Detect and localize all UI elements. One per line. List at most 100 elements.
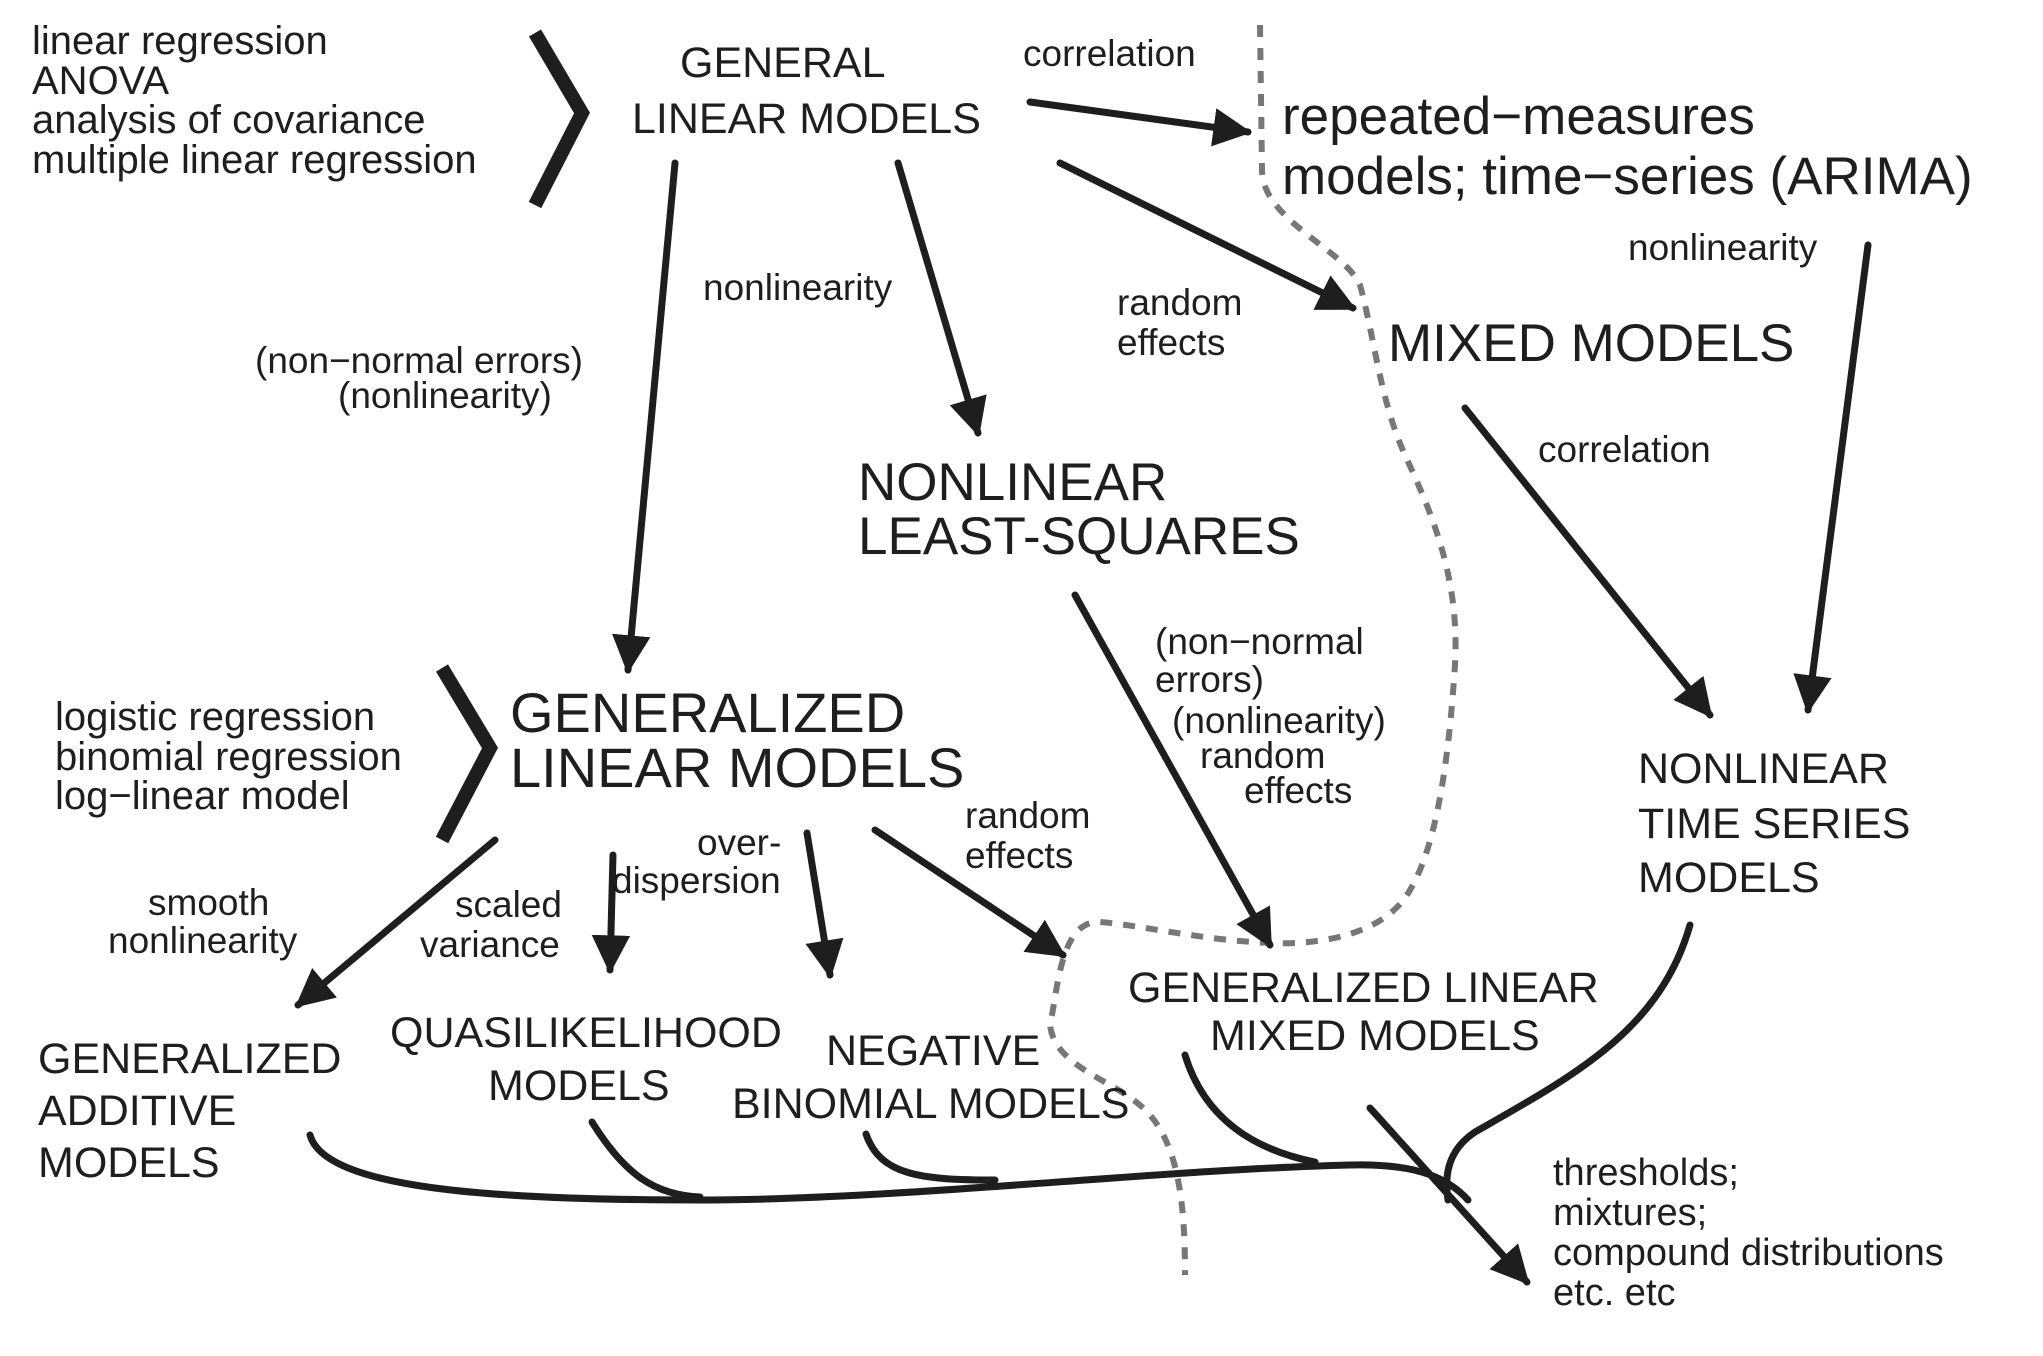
edge-label-effects-bottom: effects (965, 835, 1073, 876)
edge-label-nls-to-glmm: (non−normal errors) (nonlinearity) rando… (1155, 621, 1386, 811)
bracket-general-linear (528, 29, 590, 209)
node-extensions: thresholds; mixtures; compound distribut… (1553, 1152, 1944, 1314)
curve-from-negative-binomial (862, 1130, 999, 1184)
node-generalized-linear-mixed-models: GENERALIZED LINEAR MIXED MODELS (1128, 964, 1599, 1060)
edge-label-non-normal-errors-left: (non−normal errors) (255, 340, 583, 381)
edge-label-generalized-to-negbin: over- dispersion (612, 822, 781, 901)
arrow-generalized-to-negative-binomial (803, 829, 844, 979)
edge-label-over: over- (697, 822, 781, 863)
bracket-generalized-linear (435, 664, 499, 844)
node-mixed-models: MIXED MODELS (1388, 314, 1794, 373)
edge-label-correlation-top: correlation (1023, 33, 1196, 74)
edge-label-nls-glmm-line-1: (non−normal (1155, 621, 1364, 662)
node-nonlinear-time-series-line-3: MODELS (1638, 854, 1820, 902)
node-quasilikelihood-models-line-1: QUASILIKELIHOOD (390, 1009, 782, 1057)
node-extensions-line-1: thresholds; (1553, 1152, 1739, 1194)
curve-from-quasilikelihood (588, 1118, 704, 1201)
examples-generalized-linear: logistic regression binomial regression … (55, 695, 402, 818)
node-extensions-line-2: mixtures; (1553, 1192, 1707, 1234)
example-anova: ANOVA (32, 59, 169, 103)
arrow-generalized-to-glmm (871, 826, 1067, 959)
node-quasilikelihood-models: QUASILIKELIHOOD MODELS (390, 1009, 782, 1110)
node-nonlinear-least-squares-line-2: LEAST-SQUARES (858, 507, 1300, 566)
node-general-linear-models-line-2: LINEAR MODELS (632, 95, 981, 143)
example-analysis-of-covariance: analysis of covariance (32, 98, 426, 142)
node-mixed-models-line-1: MIXED MODELS (1388, 314, 1794, 373)
edge-label-nls-glmm-line-3: (nonlinearity) (1172, 700, 1386, 741)
edge-label-random-effects-top-line-1: random (1117, 282, 1242, 323)
edge-label-smooth: smooth (148, 882, 269, 923)
node-negative-binomial-models-line-1: NEGATIVE (826, 1027, 1040, 1075)
arrow-repeated-to-nonlinear-time-series (1793, 241, 1872, 714)
edge-label-random-bottom: random (965, 795, 1090, 836)
node-glmm-line-2: MIXED MODELS (1210, 1012, 1540, 1060)
edge-label-generalized-to-quasi: scaled variance (420, 884, 562, 965)
example-logistic-regression: logistic regression (55, 695, 375, 739)
edge-label-random-effects-top-line-2: effects (1117, 322, 1225, 363)
dashed-boundary-line (1046, 24, 1459, 1276)
node-quasilikelihood-models-line-2: MODELS (488, 1062, 670, 1110)
node-nonlinear-time-series: NONLINEAR TIME SERIES MODELS (1638, 745, 1910, 902)
edge-label-nonlinearity-center: nonlinearity (703, 267, 893, 308)
arrow-nls-to-glmm (1071, 591, 1274, 949)
example-multiple-linear-regression: multiple linear regression (32, 138, 477, 182)
edge-label-nonlinearity-left: (nonlinearity) (338, 375, 552, 416)
node-extensions-line-4: etc. etc (1553, 1272, 1676, 1314)
curve-from-glmm (1181, 1051, 1319, 1166)
node-generalized-linear-models: GENERALIZED LINEAR MODELS (510, 681, 964, 799)
arrows (294, 98, 1872, 1286)
node-generalized-additive-models-line-1: GENERALIZED (38, 1035, 341, 1083)
edge-label-generalized-to-gam: smooth nonlinearity (108, 882, 298, 961)
node-repeated-measures: repeated−measures models; time−series (A… (1282, 87, 1973, 206)
edge-label-nls-glmm-line-2: errors) (1155, 659, 1264, 700)
arrow-mixed-to-nonlinear-time-series (1461, 404, 1714, 719)
arrow-glm-to-generalized-linear (612, 159, 679, 674)
edge-label-correlation-right: correlation (1538, 429, 1711, 470)
edge-label-nls-glmm-line-4: random (1200, 735, 1325, 776)
node-general-linear-models-line-1: GENERAL (680, 39, 886, 87)
edge-label-smooth-nonlinearity: nonlinearity (108, 920, 298, 961)
node-generalized-additive-models-line-2: ADDITIVE (38, 1087, 236, 1135)
edge-label-mixed-to-nlts: correlation (1538, 429, 1711, 470)
node-negative-binomial-models: NEGATIVE BINOMIAL MODELS (732, 1027, 1129, 1128)
edge-label-glm-to-generalized: (non−normal errors) (nonlinearity) (255, 340, 583, 416)
node-nonlinear-time-series-line-2: TIME SERIES (1638, 800, 1910, 848)
merge-curves (306, 921, 1694, 1204)
examples-general-linear: linear regression ANOVA analysis of cova… (32, 19, 477, 182)
edge-label-nonlinearity-right: nonlinearity (1628, 227, 1818, 268)
dashed-boundary (1046, 24, 1459, 1276)
edge-label-nls-glmm-line-5: effects (1244, 770, 1352, 811)
edge-label-scaled: scaled (455, 884, 562, 925)
node-glmm-line-1: GENERALIZED LINEAR (1128, 964, 1599, 1012)
node-extensions-line-3: compound distributions (1553, 1232, 1944, 1274)
arrow-glm-to-repeated-measures (1026, 98, 1252, 147)
edge-label-repeated-to-nlts: nonlinearity (1628, 227, 1818, 268)
node-negative-binomial-models-line-2: BINOMIAL MODELS (732, 1080, 1129, 1128)
node-generalized-linear-models-line-1: GENERALIZED (510, 681, 905, 744)
edge-label-glm-to-repeated: correlation (1023, 33, 1196, 74)
curve-from-nonlinear-time-series (1443, 921, 1694, 1204)
arrow-generalized-to-quasilikelihood (591, 851, 631, 974)
edge-label-glm-to-mixed: random effects (1117, 282, 1242, 363)
arrow-glm-to-mixed-models (1056, 159, 1357, 312)
example-binomial-regression: binomial regression (55, 735, 402, 779)
curve-from-gam (306, 1131, 1472, 1204)
arrow-glm-to-nonlinear-least-squares (894, 159, 987, 437)
node-nonlinear-least-squares: NONLINEAR LEAST-SQUARES (858, 453, 1300, 566)
node-repeated-measures-line-2: models; time−series (ARIMA) (1282, 147, 1973, 206)
edge-label-generalized-to-glmm: random effects (965, 795, 1090, 876)
edge-label-dispersion: dispersion (612, 860, 781, 901)
example-log-linear-model: log−linear model (55, 774, 350, 818)
node-generalized-additive-models: GENERALIZED ADDITIVE MODELS (38, 1035, 341, 1187)
brackets (435, 29, 590, 844)
node-nonlinear-least-squares-line-1: NONLINEAR (858, 453, 1167, 512)
edge-label-variance: variance (420, 924, 560, 965)
node-generalized-additive-models-line-3: MODELS (38, 1139, 220, 1187)
arrow-generalized-to-gam (294, 836, 499, 1009)
node-general-linear-models: GENERAL LINEAR MODELS (632, 39, 981, 143)
node-repeated-measures-line-1: repeated−measures (1282, 87, 1755, 146)
node-generalized-linear-models-line-2: LINEAR MODELS (510, 736, 964, 799)
edge-label-glm-to-nls: nonlinearity (703, 267, 893, 308)
